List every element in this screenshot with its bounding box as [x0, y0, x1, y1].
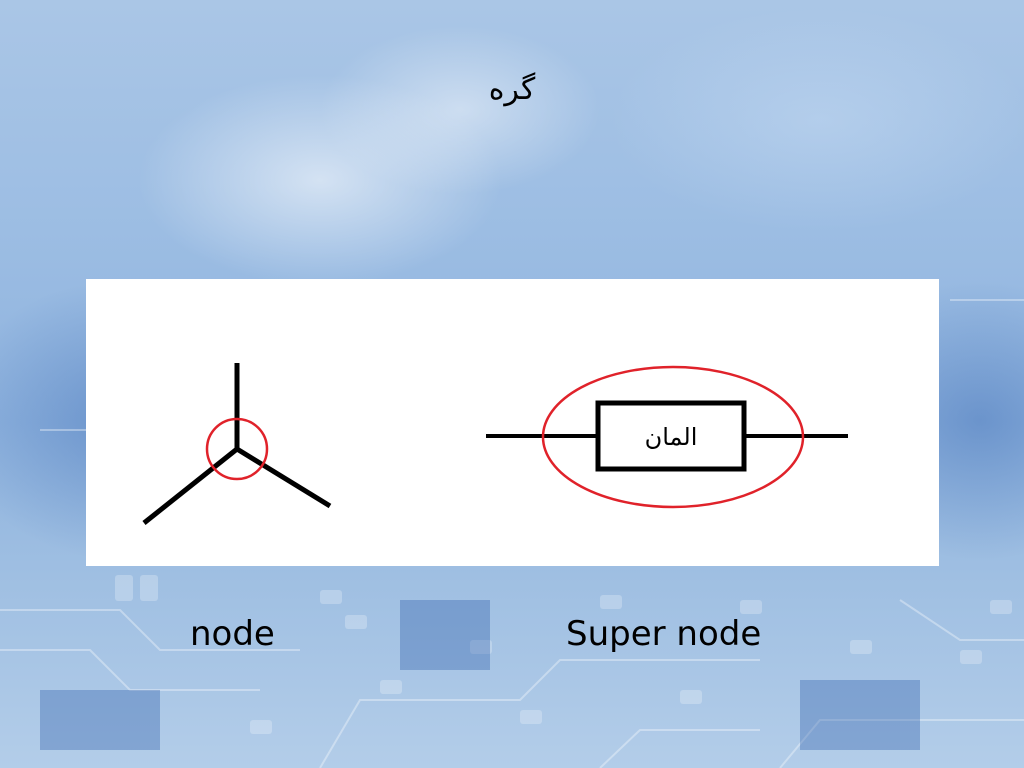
element-label: المان — [645, 423, 698, 451]
caption-super-node: Super node — [566, 614, 762, 654]
node-junction — [142, 363, 332, 525]
element-box — [595, 400, 747, 472]
super-node-highlight-ellipse — [541, 365, 805, 509]
caption-node: node — [190, 614, 275, 654]
diagram-panel: المان — [86, 279, 939, 566]
node-diagram: المان — [142, 363, 848, 525]
node-highlight-circle — [205, 417, 269, 481]
super-node: المان — [486, 365, 848, 509]
node-wire-right — [235, 446, 332, 509]
slide-title: گره — [488, 72, 536, 107]
node-wire-left — [142, 447, 239, 525]
